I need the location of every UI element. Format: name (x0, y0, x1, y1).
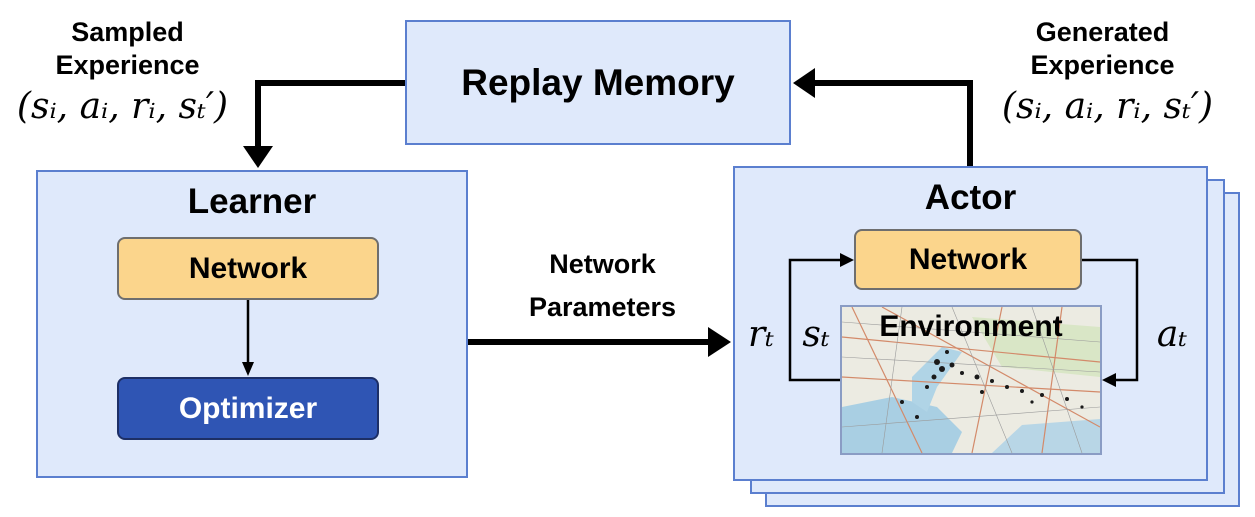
generated-experience-label: Generated Experience (985, 16, 1220, 82)
network-parameters-label: Network Parameters (490, 248, 715, 324)
learner-title: Learner (187, 182, 317, 221)
optimizer-box: Optimizer (117, 377, 379, 440)
arrowhead-actor (708, 327, 731, 357)
replay-memory-box: Replay Memory (405, 20, 791, 145)
environment-label: Environment (879, 310, 1063, 343)
arrow-memory-to-learner (255, 80, 405, 148)
reward-label: rₜ (747, 314, 775, 355)
sampled-line1: Sampled (71, 17, 184, 47)
loop-network-to-env (1082, 258, 1139, 382)
arrowhead-environment (1102, 373, 1116, 387)
arrowhead-learner (243, 146, 273, 168)
actor-network-box: Network (854, 229, 1082, 290)
generated-line2: Experience (1030, 50, 1175, 80)
arrow-actor-to-memory (815, 80, 973, 166)
map-image (842, 307, 1100, 453)
arrowhead-network (840, 253, 854, 267)
sampled-experience-label: Sampled Experience (15, 16, 240, 82)
state-label: sₜ (802, 314, 830, 355)
loop-env-to-network (788, 258, 840, 382)
generated-tuple: (sᵢ, aᵢ, rᵢ, sₜ′) (1001, 86, 1214, 127)
network-parameters-line1: Network (549, 249, 656, 279)
sampled-tuple: (sᵢ, aᵢ, rᵢ, sₜ′) (16, 86, 229, 127)
environment-map (840, 305, 1102, 455)
learner-network-box: Network (117, 237, 379, 300)
generated-line1: Generated (1035, 17, 1170, 47)
replay-memory-label: Replay Memory (461, 61, 735, 103)
arrowhead-optimizer (242, 362, 254, 376)
action-label: aₜ (1156, 314, 1188, 355)
arrowhead-memory (793, 68, 815, 98)
network-parameters-line2: Parameters (528, 292, 677, 322)
actor-title: Actor (924, 178, 1017, 217)
sampled-line2: Experience (55, 50, 200, 80)
